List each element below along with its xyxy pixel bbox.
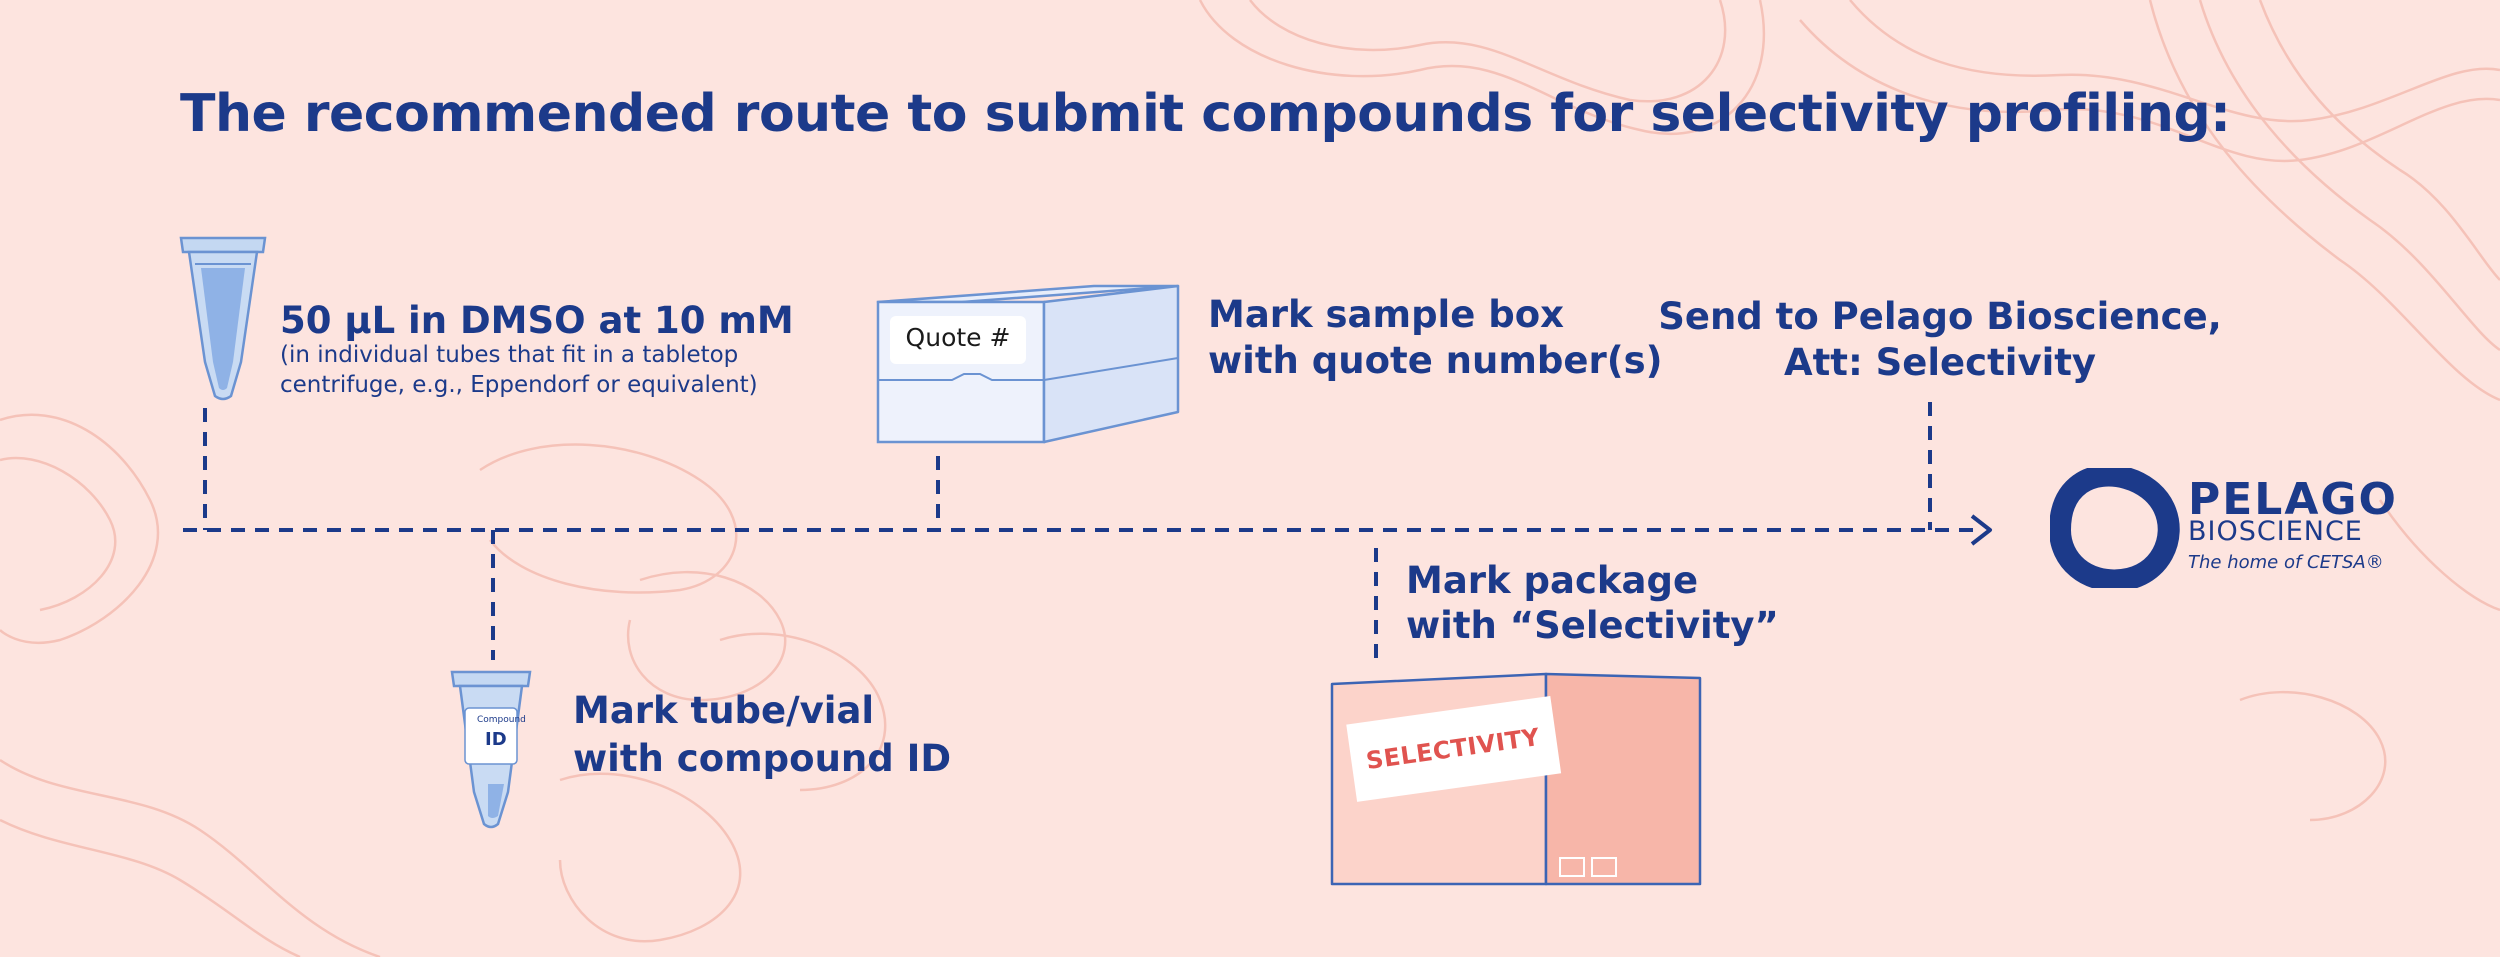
page-title: The recommended route to submit compound… [180,84,2231,144]
pelago-logo-icon [2050,468,2180,588]
step-package-line1: Mark package [1406,559,1699,602]
step-dmso-label: 50 µL in DMSO at 10 mM [280,299,794,342]
box-label-quote: Quote # [905,323,1011,352]
package-label-selectivity: SELECTIVITY [1364,722,1542,776]
step-box-line2: with quote number(s) [1208,339,1663,382]
step-send-line1: Send to Pelago Bioscience, [1658,295,2222,338]
sample-box-icon [876,284,1180,444]
step-dmso-note-line2: centrifuge, e.g., Eppendorf or equivalen… [280,372,758,398]
timeline-arrow-icon [1970,514,1992,546]
brand-name: PELAGO [2188,474,2398,525]
brand-tagline: The home of CETSA® [2188,552,2384,573]
step-box-line1: Mark sample box [1208,293,1564,336]
step-tube-line1: Mark tube/vial [573,689,875,732]
brand-sub: BIOSCIENCE [2188,516,2363,547]
tube-icon [179,236,267,401]
step-tube-line2: with compound ID [573,737,952,780]
tube-label-compound: Compound [477,715,526,725]
tube-label-id: ID [485,729,507,750]
step-send-line2: Att: Selectivity [1783,341,2097,384]
step-dmso-note-line1: (in individual tubes that fit in a table… [280,342,739,368]
package-icon [1330,672,1702,886]
labeled-tube-icon [450,670,532,829]
step-package-line2: with “Selectivity” [1406,604,1779,647]
